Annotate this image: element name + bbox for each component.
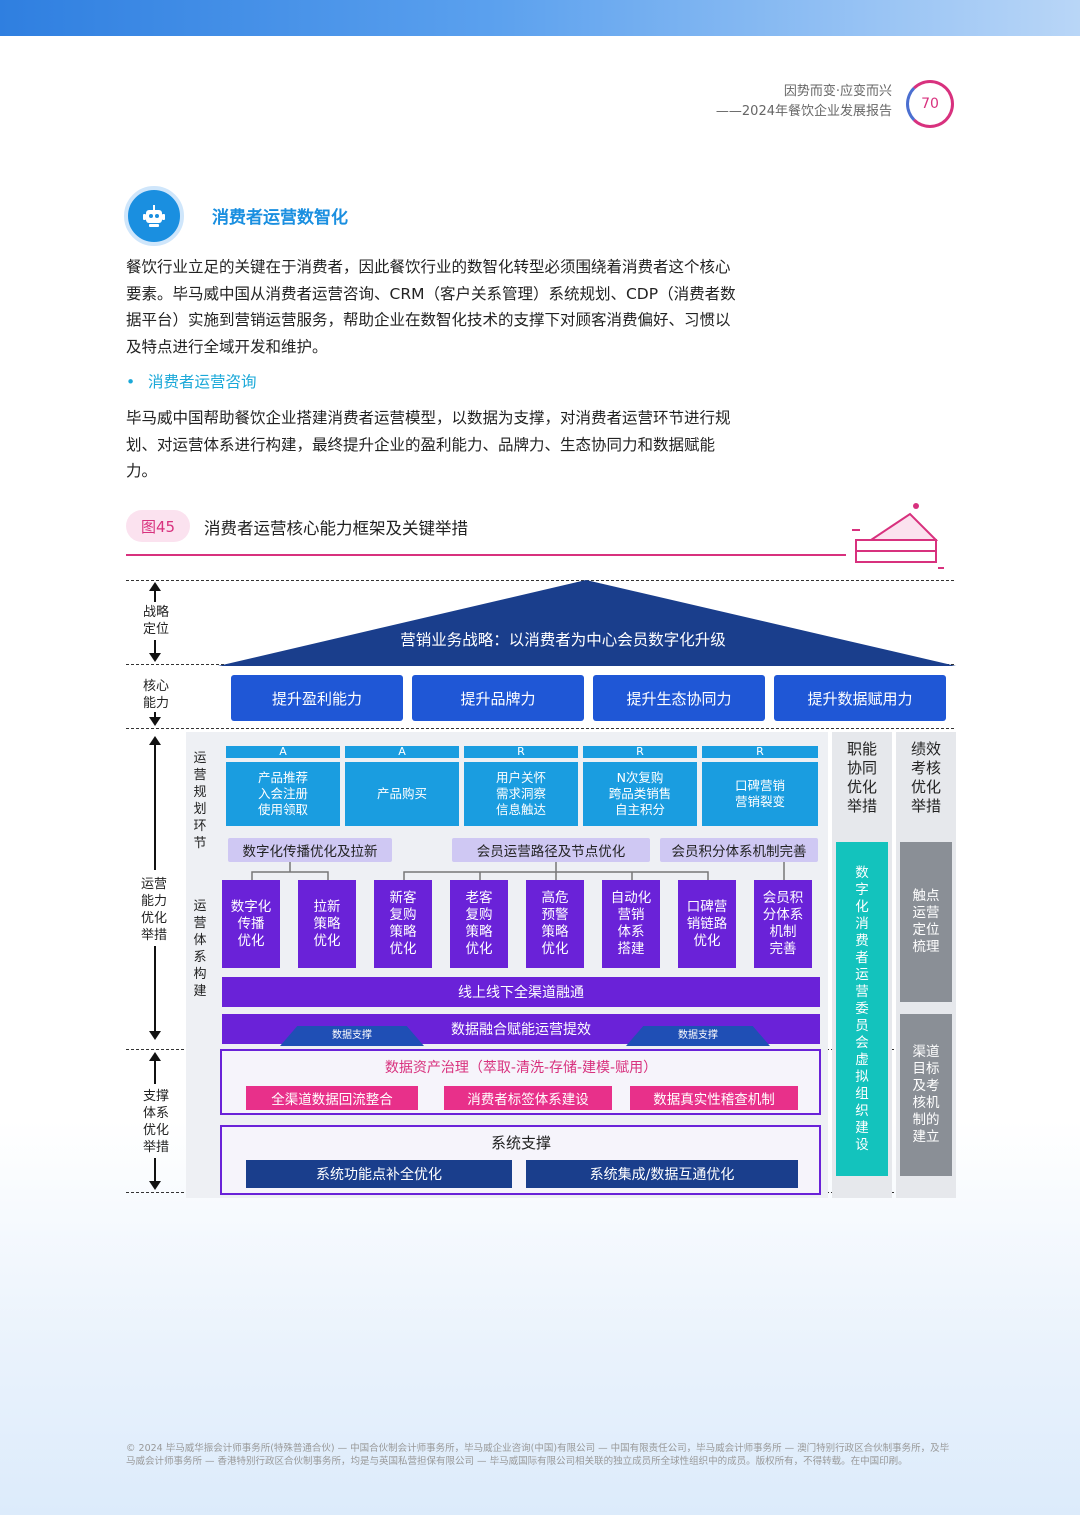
report-header: 因势而变·应变而兴 ——2024年餐饮企业发展报告 — [716, 82, 892, 122]
arrow-down — [149, 712, 161, 726]
bullet-heading: • 消费者运营咨询 — [126, 370, 257, 392]
group-member-path: 会员运营路径及节点优化 — [452, 838, 650, 862]
report-title-line2: ——2024年餐饮企业发展报告 — [715, 104, 892, 119]
function-column-title: 职能 协同 优化 举措 — [846, 740, 877, 815]
system-item: 系统集成/数据互通优化 — [526, 1160, 798, 1188]
report-title-line1: 因势而变·应变而兴 — [783, 84, 892, 99]
group-connectors — [251, 862, 785, 880]
action-box: 高危 预警 策略 优化 — [526, 880, 584, 968]
group-points-system: 会员积分体系机制完善 — [660, 838, 818, 862]
performance-measure-touchpoint: 触点运营定位梳理 — [900, 842, 952, 1002]
aarrr-letter: R — [583, 746, 697, 758]
figure-title-underline — [126, 554, 846, 556]
action-box: 老客 复购 策略 优化 — [450, 880, 508, 968]
intro-paragraph: 餐饮行业立足的关键在于消费者，因此餐饮行业的数智化转型必须围绕着消费者这个核心要… — [126, 258, 736, 356]
figure-title: 消费者运营核心能力框架及关键举措 — [204, 519, 468, 538]
performance-measure-channel: 渠道目标及考核机制的建立 — [900, 1014, 952, 1176]
row-label-strategy: 战略 定位 — [142, 605, 169, 637]
action-box: 新客 复购 策略 优化 — [374, 880, 432, 968]
row-label-support: 支撑 体系 优化 举措 — [142, 1089, 169, 1155]
aarrr-letter: A — [226, 746, 340, 758]
strategy-text: 营销业务战略：以消费者为中心会员数字化升级 — [400, 631, 726, 649]
section-title: 消费者运营数智化 — [212, 208, 348, 228]
omnichannel-bar: 线上线下全渠道融通 — [222, 977, 820, 1007]
row-separator — [126, 580, 954, 581]
consulting-paragraph: 毕马威中国帮助餐饮企业搭建消费者运营模型，以数据为支撑，对消费者运营环节进行规划… — [126, 409, 731, 480]
figure-number-badge: 图45 — [126, 510, 190, 542]
arrow-down — [149, 640, 161, 662]
governance-item: 数据真实性稽查机制 — [630, 1086, 798, 1110]
copyright-footer: © 2024 毕马威华振会计师事务所(特殊普通合伙) — 中国合伙制会计师事务所… — [126, 1443, 950, 1467]
action-box: 数字化 传播 优化 — [222, 880, 280, 968]
arrow-down — [149, 1158, 161, 1190]
capability-ecosystem: 提升生态协同力 — [593, 675, 765, 721]
action-box: 拉新 策略 优化 — [298, 880, 356, 968]
group-digital-acquisition: 数字化传播优化及拉新 — [228, 838, 392, 862]
governance-title: 数据资产治理（萃取-清洗-存储-建模-赋用） — [384, 1060, 658, 1076]
system-title: 系统支撑 — [490, 1134, 551, 1152]
arrow-up — [149, 1052, 161, 1084]
function-measure: 数字化消费者运营委员会虚拟组织建设 — [836, 842, 888, 1176]
aarrr-letter: R — [702, 746, 818, 758]
governance-item: 消费者标签体系建设 — [444, 1086, 612, 1110]
top-banner — [0, 0, 1080, 36]
row-separator — [126, 728, 954, 729]
page-number: 70 — [906, 80, 954, 128]
sub-label-build: 运营体系构建 — [193, 899, 207, 999]
aarrr-stage: N次复购 跨品类销售 自主积分 — [583, 762, 697, 826]
bullet-heading-text: 消费者运营咨询 — [148, 373, 257, 391]
action-box: 会员积 分体系 机制 完善 — [754, 880, 812, 968]
aarrr-stage: 用户关怀 需求洞察 信息触达 — [464, 762, 578, 826]
capability-data: 提升数据赋用力 — [774, 675, 946, 721]
aarrr-letter: R — [464, 746, 578, 758]
data-support-tag: 数据支撑 — [626, 1026, 770, 1046]
aarrr-stage: 口碑营销 营销裂变 — [702, 762, 818, 826]
aarrr-stage: 产品购买 — [345, 762, 459, 826]
strategy-roof — [218, 580, 956, 666]
robot-icon — [124, 186, 184, 246]
cake-slice-icon — [852, 503, 944, 569]
capability-brand: 提升品牌力 — [412, 675, 584, 721]
action-box: 自动化 营销 体系 搭建 — [602, 880, 660, 968]
capability-profit: 提升盈利能力 — [231, 675, 403, 721]
bullet-dot: • — [126, 373, 136, 391]
row-label-core: 核心 能力 — [142, 679, 169, 711]
data-support-tag: 数据支撑 — [280, 1026, 424, 1046]
robot-icon-glyph — [143, 205, 165, 227]
system-item: 系统功能点补全优化 — [246, 1160, 512, 1188]
arrow-up — [149, 736, 161, 870]
governance-item: 全渠道数据回流整合 — [246, 1086, 418, 1110]
aarrr-letter: A — [345, 746, 459, 758]
action-box: 口碑营 销链路 优化 — [678, 880, 736, 968]
aarrr-stage: 产品推荐 入会注册 使用领取 — [226, 762, 340, 826]
performance-column-title: 绩效 考核 优化 举措 — [910, 740, 941, 815]
arrow-up — [149, 582, 161, 602]
sub-label-plan: 运营规划环节 — [193, 751, 207, 851]
row-label-operation: 运营 能力 优化 举措 — [140, 877, 167, 943]
arrow-down — [149, 946, 161, 1040]
